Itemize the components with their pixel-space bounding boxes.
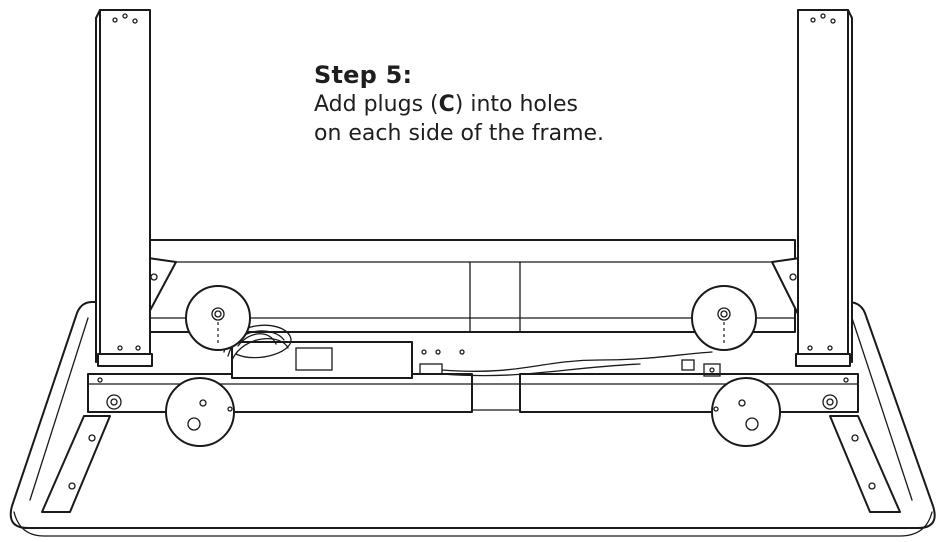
step-instruction: Step 5: Add plugs (C) into holes on each…: [314, 60, 604, 148]
right-leg: [795, 9, 853, 367]
step-line-1: Add plugs (C) into holes: [314, 90, 604, 119]
back-crossbeam: [149, 239, 796, 333]
part-letter: C: [438, 92, 455, 117]
cable-bundle: [223, 324, 713, 377]
step-line-1-start: Add plugs (: [314, 92, 439, 117]
right-side-rail: [829, 415, 901, 513]
step-line-2: on each side of the frame.: [314, 121, 605, 146]
step-title: Step 5:: [314, 61, 413, 89]
plug-c-top-left: [185, 285, 251, 351]
control-box: [231, 341, 465, 379]
step-line-1-end: ) into holes: [454, 92, 578, 117]
plug-c-bottom-left: [165, 377, 235, 447]
right-hardware: [681, 359, 721, 377]
left-leg: [95, 9, 153, 367]
plug-c-bottom-right: [711, 377, 781, 447]
plug-c-top-right: [691, 285, 757, 351]
left-side-rail: [41, 415, 111, 513]
